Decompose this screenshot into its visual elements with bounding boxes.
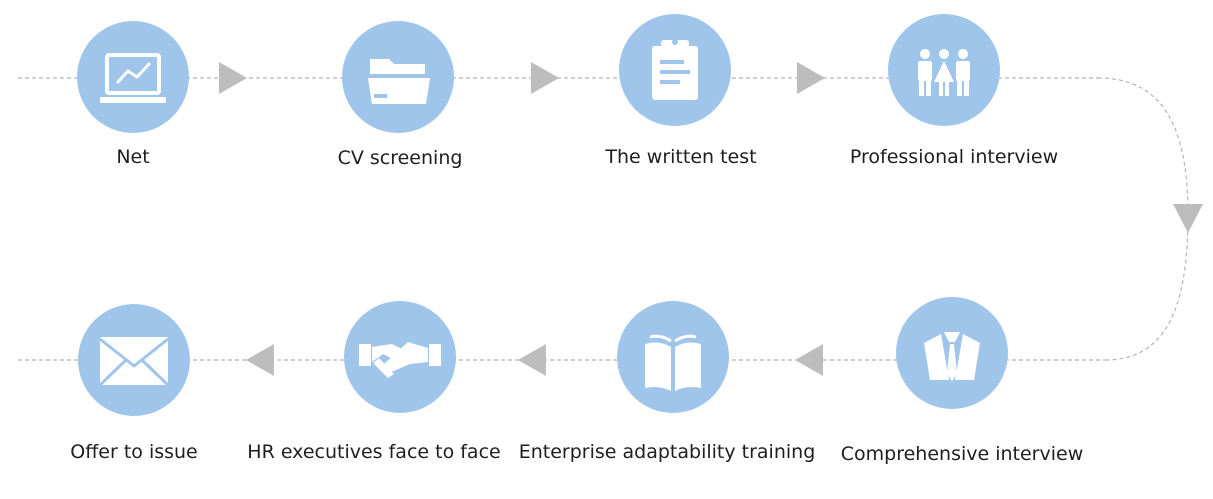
arrow-left-2: [518, 344, 546, 376]
step-label-written-test: The written test: [605, 146, 757, 168]
step-label-offer-to-issue: Offer to issue: [70, 441, 198, 463]
step-label-net: Net: [116, 146, 150, 168]
arrow-left-3: [246, 344, 274, 376]
step-label-comprehensive-interview: Comprehensive interview: [840, 443, 1084, 465]
step-label-adaptability-training: Enterprise adaptability training: [518, 441, 816, 463]
arrow-right-2: [531, 62, 559, 94]
handshake-icon: [359, 342, 441, 378]
step-label-hr-face-to-face: HR executives face to face: [247, 441, 501, 463]
arrow-right-1: [219, 62, 247, 94]
step-circle: [617, 301, 729, 413]
envelope-icon: [98, 337, 170, 387]
step-circle: [77, 21, 189, 133]
arrow-down: [1173, 204, 1203, 233]
suit-tie-icon: [924, 332, 980, 381]
folder-icon: [368, 59, 430, 104]
step-circle: [342, 21, 454, 133]
arrow-left-1: [795, 344, 823, 376]
monitor-chart-icon: [100, 53, 166, 103]
step-label-cv-screening: CV screening: [337, 147, 463, 169]
arrow-right-3: [797, 62, 825, 94]
connector-curve: [1097, 77, 1189, 361]
clipboard-icon: [652, 39, 698, 100]
step-label-professional-interview: Professional interview: [849, 146, 1059, 168]
people-icon: [918, 49, 970, 96]
open-book-icon: [645, 334, 701, 391]
